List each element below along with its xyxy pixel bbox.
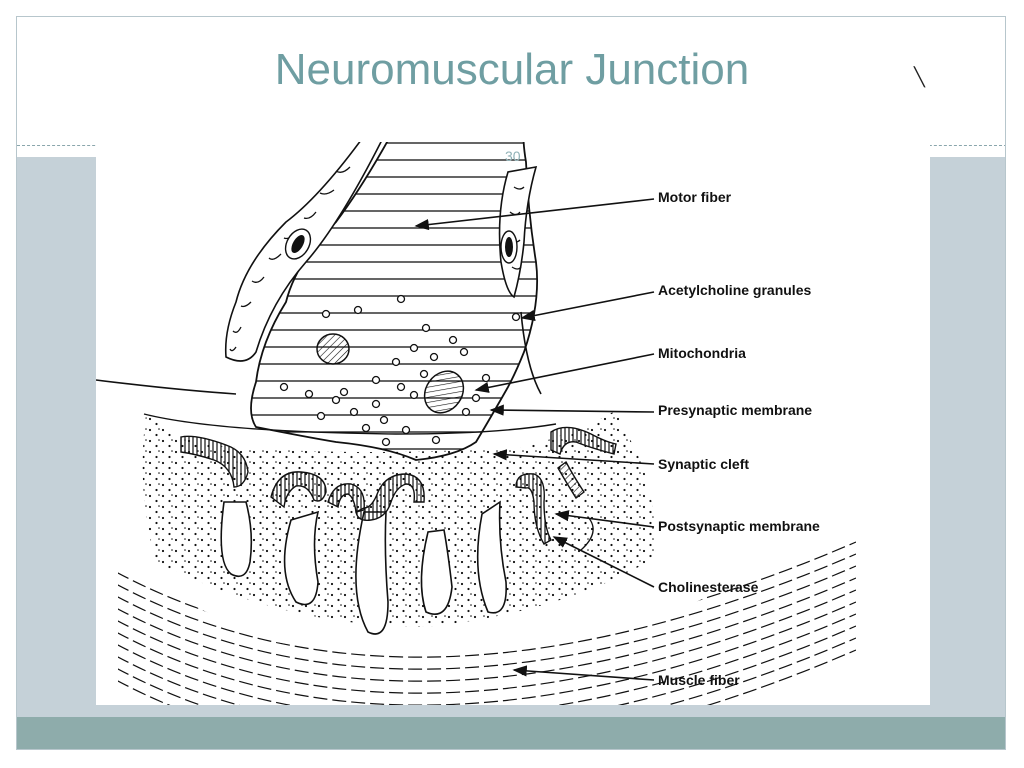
arrow-motor-fiber: [414, 198, 655, 231]
label-acetylcholine-granules: Acetylcholine granules: [658, 282, 812, 298]
diagram-figure: 30 Motor fiber Acetylcholine granules Mi…: [96, 142, 930, 705]
mitochondrion-1: [316, 333, 350, 365]
label-postsynaptic-membrane: Postsynaptic membrane: [658, 518, 820, 534]
label-synaptic-cleft: Synaptic cleft: [658, 456, 750, 472]
cholinesterase-bracket: [580, 516, 594, 551]
footer-band: [17, 717, 1005, 749]
label-cholinesterase: Cholinesterase: [658, 579, 759, 595]
slide-title: Neuromuscular Junction: [274, 45, 750, 94]
slide: Neuromuscular Junction ╲: [16, 16, 1006, 750]
arrow-acetylcholine-granules: [520, 291, 655, 322]
arrow-cholinesterase: [552, 536, 655, 588]
muscle-fiber-striations: [118, 541, 856, 705]
arrow-muscle-fiber: [512, 665, 655, 681]
label-muscle-fiber: Muscle fiber: [658, 672, 740, 688]
schwann-sheath-right: [498, 165, 538, 299]
arrow-presynaptic-membrane: [489, 404, 655, 416]
neuromuscular-junction-diagram: [96, 142, 856, 705]
arrow-synaptic-cleft: [492, 449, 655, 465]
schwann-nucleus-fill-left: [291, 234, 305, 254]
postsynaptic-ridges: [180, 426, 617, 545]
axon-terminal: [250, 142, 539, 461]
sarcoplasm-region: [142, 410, 657, 627]
acetylcholine-granules: [279, 294, 521, 447]
arrow-mitochondria: [474, 353, 655, 393]
arrow-postsynaptic-membrane: [554, 510, 655, 528]
schwann-nucleus-fill-right: [505, 237, 513, 257]
mitochondrion-2: [423, 370, 465, 414]
leader-lines: [414, 198, 655, 681]
label-motor-fiber: Motor fiber: [658, 189, 732, 205]
slide-number: 30: [505, 148, 521, 164]
label-mitochondria: Mitochondria: [658, 345, 746, 361]
junctional-folds: [220, 500, 507, 635]
label-presynaptic-membrane: Presynaptic membrane: [658, 402, 813, 418]
corner-mark: ╲: [914, 67, 925, 87]
postsynaptic-cell-outline: [96, 379, 237, 395]
